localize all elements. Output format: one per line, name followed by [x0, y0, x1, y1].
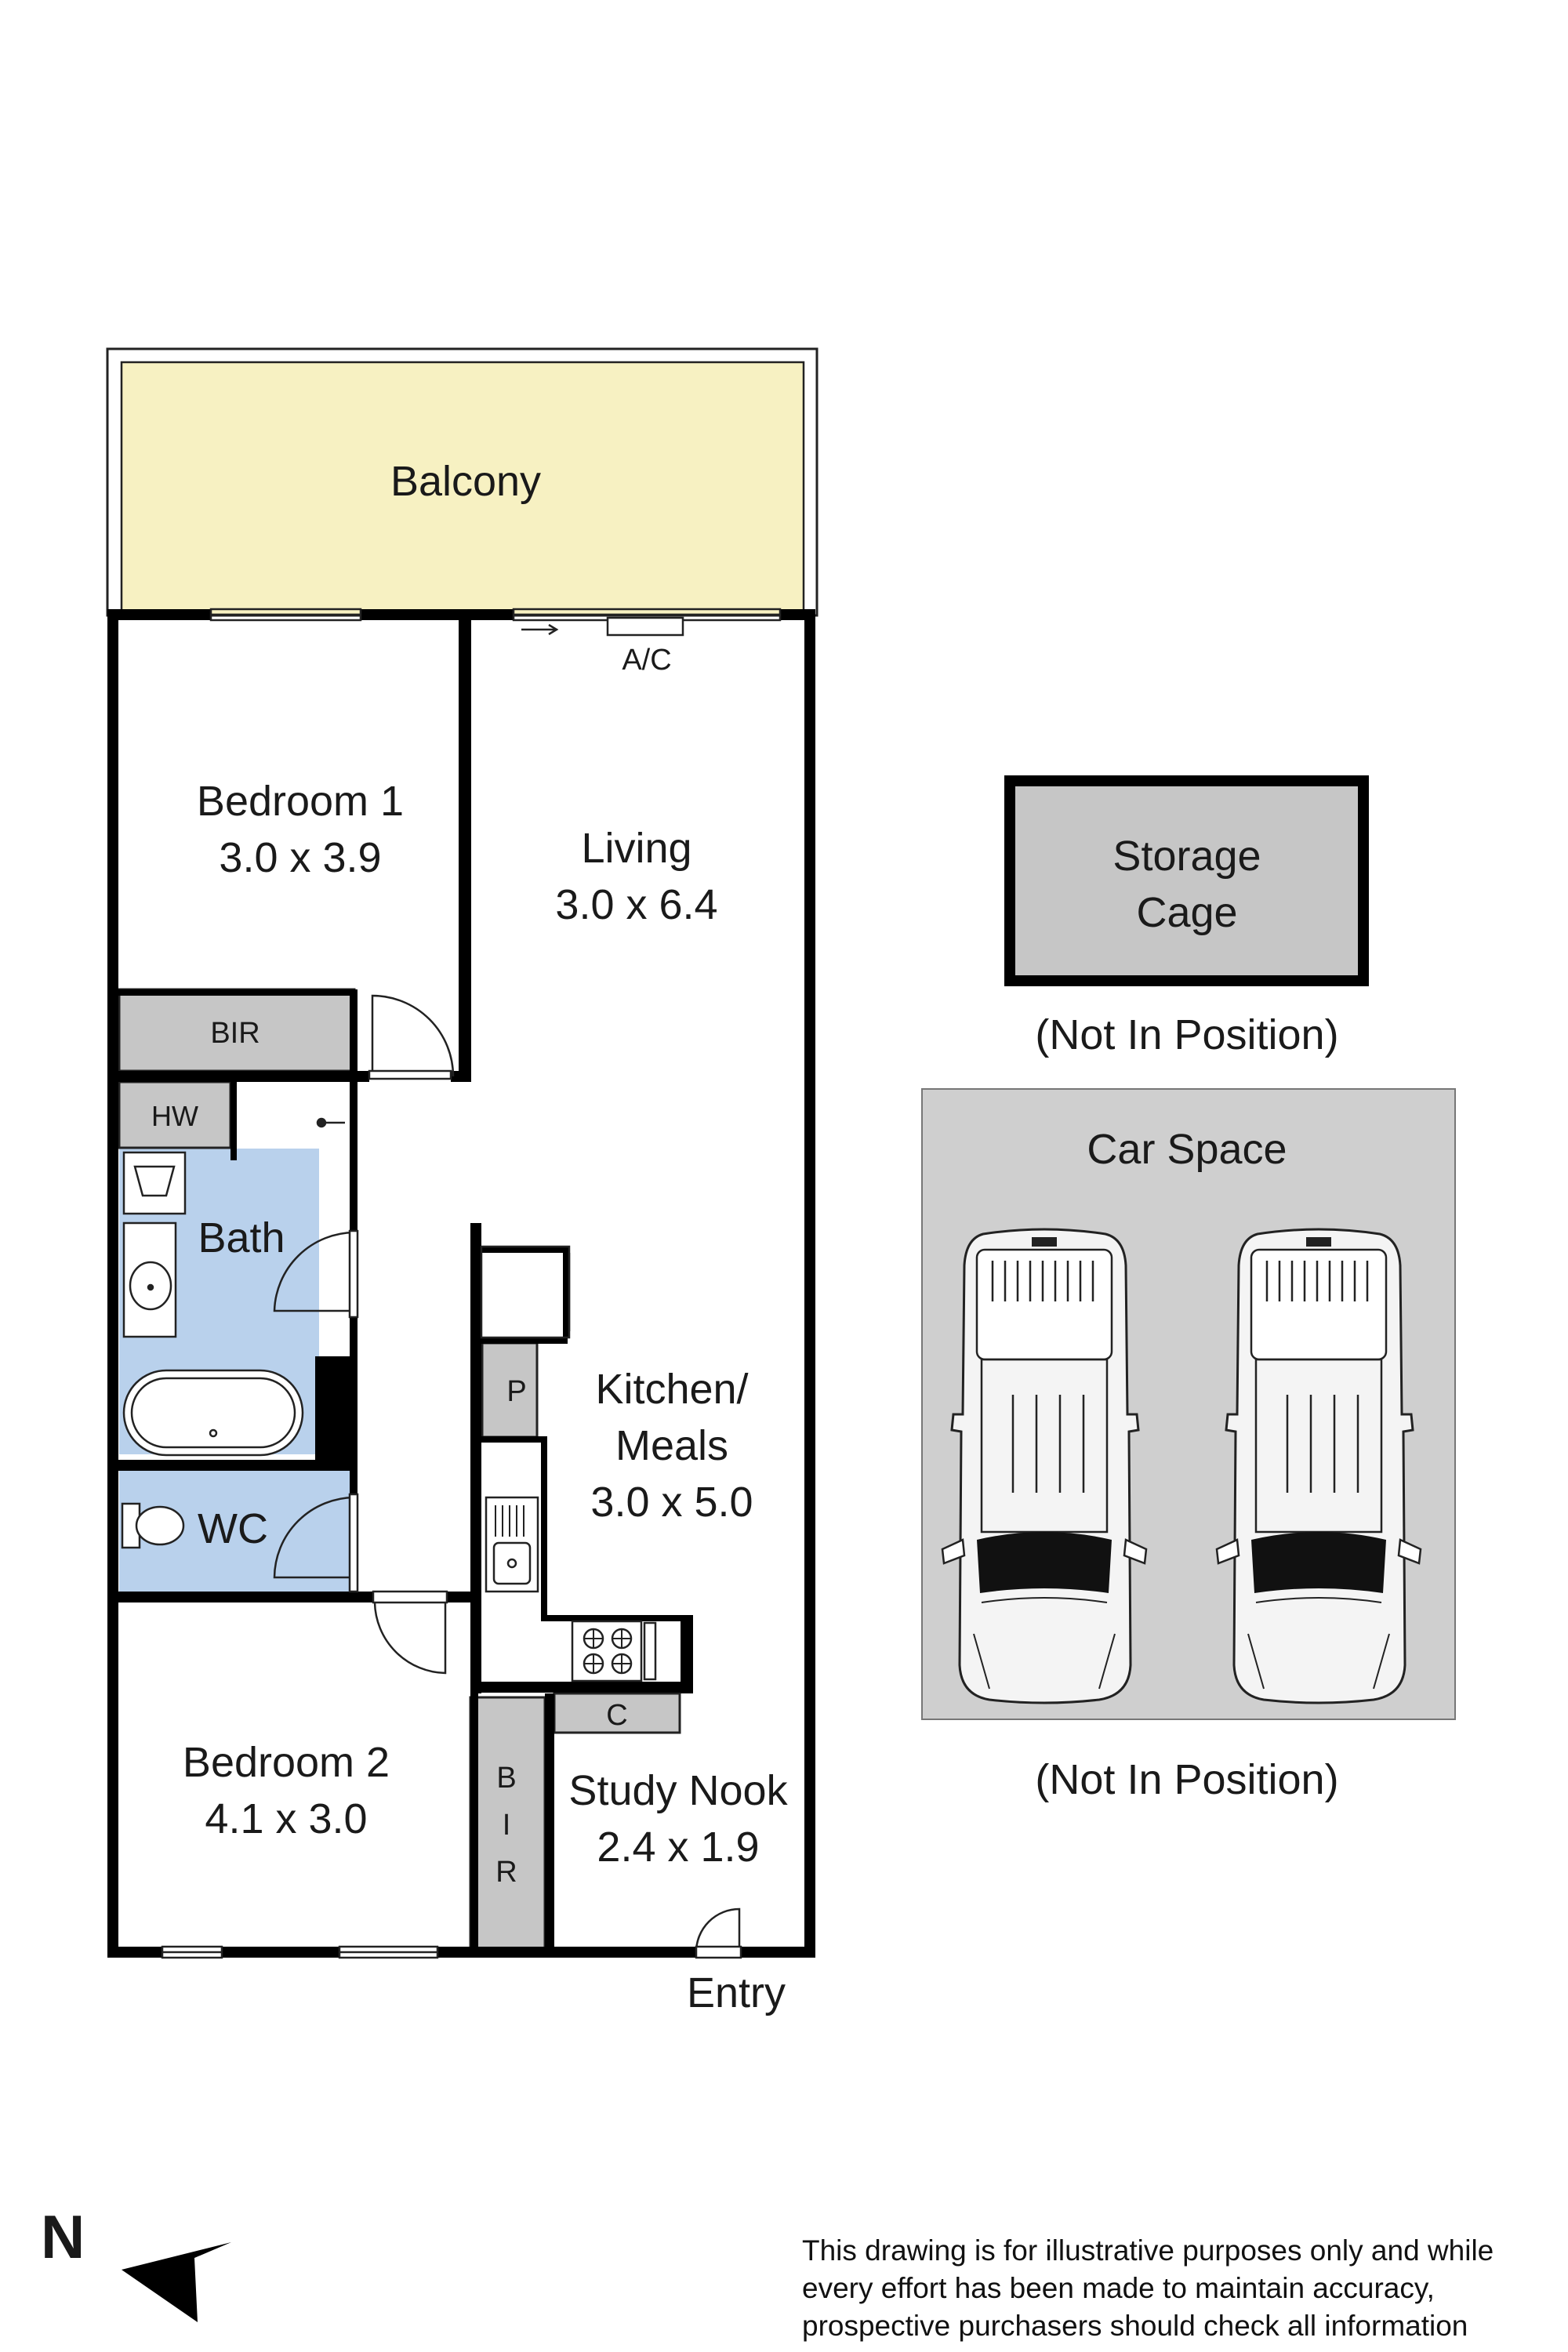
cooktop [571, 1620, 643, 1682]
north-arrow-icon [122, 2242, 231, 2322]
kitchen-label-line1: Kitchen/ [595, 1366, 748, 1413]
doors [273, 994, 742, 1959]
ac-unit [606, 616, 684, 637]
living-size: 3.0 x 6.4 [555, 881, 717, 928]
study-label: Study Nook [568, 1767, 788, 1814]
ac-label: A/C [622, 644, 671, 677]
bath-label: Bath [198, 1214, 285, 1261]
bedroom1-size: 3.0 x 3.9 [219, 834, 381, 881]
disclaimer-line3: prospective purchasers should check all … [802, 2310, 1468, 2342]
bir-side-label-b: B [496, 1762, 516, 1795]
cupboard-area [553, 1692, 681, 1734]
balcony-area [120, 361, 805, 616]
wc-label: WC [198, 1505, 268, 1552]
kitchen-size: 3.0 x 5.0 [590, 1479, 753, 1526]
hw-label: HW [151, 1100, 198, 1132]
living-label: Living [581, 825, 691, 872]
cupboard-label: C [606, 1699, 627, 1732]
hw-area [118, 1080, 232, 1149]
bir-top-label: BIR [210, 1017, 260, 1050]
bedroom2-label: Bedroom 2 [183, 1739, 390, 1786]
storage-label-line1: Storage [1112, 833, 1261, 880]
storage-note: (Not In Position) [1035, 1011, 1338, 1058]
sliding-door-arrow [521, 623, 559, 636]
toilet-bowl [135, 1505, 185, 1546]
walls [107, 609, 815, 1958]
car-space-note: (Not In Position) [1035, 1756, 1338, 1803]
kitchen-label-line2: Meals [615, 1422, 728, 1469]
car-space-label: Car Space [1087, 1126, 1287, 1173]
study-size: 2.4 x 1.9 [597, 1824, 759, 1871]
pantry-label: P [506, 1375, 526, 1408]
bir-side-label-r: R [495, 1856, 517, 1889]
entry-label: Entry [687, 1969, 786, 2016]
disclaimer-line1: This drawing is for illustrative purpose… [802, 2234, 1494, 2267]
car-left [941, 1228, 1148, 1704]
bedroom2-size: 4.1 x 3.0 [205, 1795, 367, 1842]
storage-cage [1004, 775, 1369, 986]
bir-side-label-i: I [503, 1809, 511, 1842]
storage-label-line2: Cage [1136, 889, 1237, 936]
car-right [1215, 1228, 1422, 1704]
disclaimer-line2: every effort has been made to maintain a… [802, 2272, 1435, 2304]
bir-top-area [118, 988, 356, 1073]
fridge-space [480, 1245, 571, 1339]
fixtures [121, 1117, 657, 1682]
balcony-label: Balcony [390, 458, 541, 505]
bedroom1-label: Bedroom 1 [197, 778, 404, 825]
disclaimer: This drawing is for illustrative purpose… [802, 2232, 1555, 2345]
windows [161, 608, 782, 1959]
north-label: N [41, 2202, 85, 2271]
